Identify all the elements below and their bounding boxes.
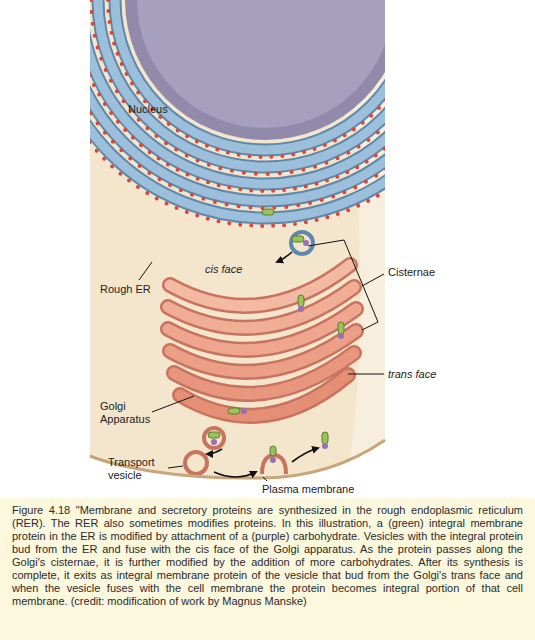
protein-markers — [208, 209, 344, 463]
vesicles — [185, 232, 313, 474]
protein-markers — [262, 209, 274, 215]
vesicles — [262, 455, 286, 474]
protein-markers — [270, 446, 276, 456]
protein-markers — [228, 408, 240, 414]
rough-er — [108, 0, 422, 157]
rough-er — [47, 0, 483, 218]
vesicles — [185, 452, 207, 474]
part-label: Plasma membrane — [262, 483, 354, 496]
protein-markers — [298, 306, 304, 312]
flow-arrows — [207, 252, 318, 477]
rough-er — [74, 0, 456, 191]
rough-er — [91, 0, 439, 174]
golgi-cisternae — [180, 375, 348, 416]
leader-lines — [362, 274, 384, 286]
leader-lines — [139, 240, 384, 481]
organelle-label: Rough ER — [100, 283, 151, 296]
protein-markers — [322, 432, 328, 444]
leader-lines — [152, 396, 194, 412]
part-label: Cisternae — [388, 266, 435, 279]
protein-markers — [338, 333, 344, 339]
face-label: cis face — [205, 263, 242, 276]
flow-arrows — [207, 449, 222, 454]
protein-markers — [208, 432, 220, 438]
protein-markers — [211, 439, 217, 445]
rough-er — [39, 0, 491, 226]
golgi-cisternae — [180, 375, 348, 416]
protein-markers — [241, 408, 247, 414]
protein-markers — [338, 322, 344, 334]
protein-markers — [292, 236, 304, 242]
golgi-cisternae — [168, 265, 356, 416]
protein-markers — [303, 240, 309, 246]
flow-arrows — [292, 448, 318, 462]
rough-er — [57, 0, 473, 208]
vesicles — [291, 232, 313, 254]
leader-lines — [139, 262, 152, 280]
leader-lines — [168, 466, 183, 468]
protein-markers — [270, 457, 276, 463]
flow-arrows — [214, 472, 256, 477]
face-label: trans face — [388, 368, 436, 381]
caption-panel: Figure 4.18 "Membrane and secretory prot… — [0, 498, 535, 640]
rough-er — [39, 0, 491, 226]
flow-arrows — [277, 252, 292, 262]
part-label: Transport vesicle — [108, 456, 166, 482]
leader-lines — [263, 477, 267, 481]
leader-lines — [348, 374, 384, 375]
vesicles — [204, 428, 224, 448]
protein-markers — [322, 443, 328, 449]
organelle-label: Nucleus — [128, 103, 168, 116]
rough-er — [137, 0, 393, 128]
figure-caption: Figure 4.18 "Membrane and secretory prot… — [12, 504, 523, 608]
protein-markers — [298, 295, 304, 307]
leader-lines — [308, 240, 378, 330]
rough-er — [47, 0, 483, 218]
organelle-label: Golgi Apparatus — [100, 400, 158, 426]
